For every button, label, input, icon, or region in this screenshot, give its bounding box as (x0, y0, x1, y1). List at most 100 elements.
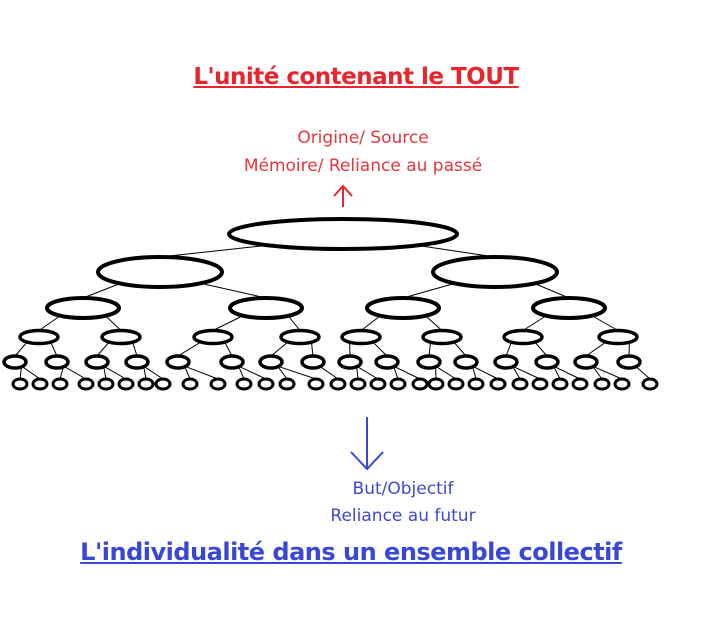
tree-connector (590, 314, 619, 331)
tree-node-level-4 (44, 354, 70, 370)
tree-connector (38, 314, 62, 331)
tree-connector (512, 365, 541, 380)
tree-connector (505, 341, 513, 357)
tree-connector (223, 341, 233, 357)
tree-connector (424, 314, 443, 331)
tree-connector (592, 365, 603, 380)
tree-node-level-5 (551, 377, 569, 391)
tree-connector (49, 341, 58, 357)
tree-node-level-4 (616, 354, 642, 370)
tree-node-level-5 (11, 377, 29, 391)
tree-node-level-5 (489, 377, 507, 391)
tree-node-level-4 (124, 354, 150, 370)
tree-node-level-3 (340, 328, 382, 346)
tree-node-level-2 (45, 296, 121, 320)
tree-connector (131, 341, 138, 357)
tree-connector (360, 314, 382, 331)
tree-connector (238, 365, 267, 380)
tree-node-level-5 (257, 377, 275, 391)
tree-node-level-5 (571, 377, 589, 391)
tree-node-level-5 (389, 377, 407, 391)
tree-connector (82, 282, 123, 299)
tree-connector (585, 341, 607, 357)
tree-node-level-2 (228, 296, 304, 320)
tree-connector (553, 365, 561, 380)
tree-connector (411, 244, 496, 258)
tree-connector (177, 341, 202, 357)
tree-node-level-4 (300, 354, 326, 370)
tree-connector (453, 341, 467, 357)
tree-connector (184, 365, 219, 380)
tree-connector (402, 282, 458, 299)
tree-connector (159, 244, 275, 258)
tree-connector (372, 341, 388, 357)
tree-node-level-5 (154, 377, 172, 391)
tree-node-level-5 (593, 377, 611, 391)
tree-connector (553, 365, 581, 380)
tree-node-level-1 (431, 255, 559, 289)
down-arrow-icon (350, 417, 384, 471)
tree-node-level-3 (421, 328, 463, 346)
tree-node-level-4 (534, 354, 560, 370)
tree-node-level-5 (235, 377, 253, 391)
tree-node-level-5 (369, 377, 387, 391)
tree-connector (356, 365, 379, 380)
tree-connector (212, 314, 245, 331)
tree-connector (532, 282, 570, 299)
tree-node-level-3 (100, 328, 142, 346)
tree-node-level-3 (192, 328, 234, 346)
tree-node-level-4 (2, 354, 28, 370)
tree-node-level-5 (181, 377, 199, 391)
goal-label: But/Objectif (352, 479, 454, 499)
tree-node-level-5 (349, 377, 367, 391)
tree-connector (277, 365, 288, 380)
tree-connector (63, 365, 87, 380)
tree-node-level-2 (365, 296, 441, 320)
tree-connector (184, 366, 191, 380)
tree-node-level-5 (209, 377, 227, 391)
origin-label: Origine/ Source (297, 128, 429, 148)
tree-node-level-3 (18, 328, 60, 346)
tree-connector (472, 365, 499, 380)
tree-node-level-5 (77, 377, 95, 391)
tree-node-level-4 (337, 354, 363, 370)
tree-node-level-4 (219, 354, 245, 370)
tree-connector (277, 365, 317, 380)
tree-connector (310, 341, 314, 357)
tree-node-level-5 (427, 377, 445, 391)
tree-node-level-3 (597, 328, 639, 346)
tree-node-level-5 (278, 377, 296, 391)
tree-connector (21, 365, 41, 380)
tree-node-level-5 (447, 377, 465, 391)
tree-node-level-3 (279, 328, 321, 346)
tree-connector (435, 365, 457, 380)
tree-connector (103, 365, 127, 380)
tree-node-level-4 (453, 354, 479, 370)
tree-connector (393, 365, 421, 380)
tree-connector (143, 365, 164, 380)
tree-node-level-1 (96, 255, 224, 289)
tree-node-level-4 (258, 354, 284, 370)
tree-node-level-5 (97, 377, 115, 391)
top-title: L'unité contenant le TOUT (193, 64, 519, 90)
tree-connector (197, 282, 267, 299)
tree-connector (319, 365, 339, 380)
tree-node-level-5 (511, 377, 529, 391)
tree-node-level-5 (307, 377, 325, 391)
tree-node-level-3 (502, 328, 544, 346)
tree-node-level-5 (51, 377, 69, 391)
tree-node-level-4 (165, 354, 191, 370)
tree-connector (635, 365, 651, 380)
tree-connector (96, 341, 110, 357)
tree-node-level-0 (227, 217, 459, 251)
tree-node-level-5 (641, 377, 659, 391)
memory-label: Mémoire/ Reliance au passé (243, 156, 483, 176)
tree-connector (270, 341, 289, 357)
tree-connector (428, 341, 432, 357)
tree-connector (14, 341, 28, 357)
tree-node-level-4 (573, 354, 599, 370)
tree-connector (238, 366, 245, 380)
tree-node-level-4 (84, 354, 110, 370)
tree-connector (104, 314, 122, 331)
tree-node-level-5 (531, 377, 549, 391)
